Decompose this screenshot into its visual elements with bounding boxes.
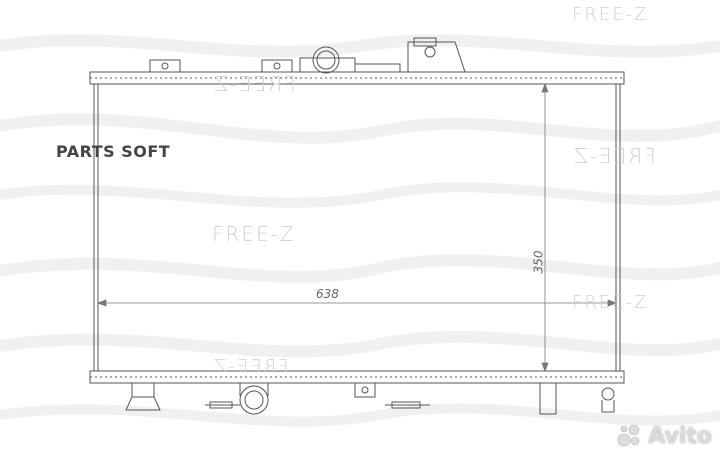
radiator-core — [93, 83, 621, 372]
dimension-lines — [96, 82, 618, 373]
inlet-neck — [299, 57, 356, 72]
parts-soft-label: PARTS SOFT — [56, 142, 171, 161]
avito-logo: Avito — [616, 422, 712, 450]
watermark-center: FREE-Z — [212, 222, 296, 246]
width-dimension-label: 638 — [316, 287, 339, 301]
lower-hose-outlet — [239, 385, 269, 415]
radiator-outline — [89, 37, 625, 415]
height-dimension-label: 350 — [531, 250, 546, 274]
bottom-bracket-right — [539, 383, 557, 415]
top-bracket-mid — [261, 59, 293, 73]
top-bracket-left — [149, 59, 181, 73]
watermark-right-mid: FREE-Z — [572, 292, 649, 313]
filler-neck — [407, 41, 466, 73]
bottom-bracket-mid — [354, 382, 376, 398]
bottom-bracket-left — [131, 382, 155, 398]
radiator-cap — [424, 46, 436, 58]
watermark-top-right: FREE-Z — [572, 4, 649, 25]
upper-hose-inlet — [312, 46, 340, 74]
watermark-mirror-bottom: FREE-Z — [212, 356, 289, 377]
avito-logo-text: Avito — [648, 423, 712, 449]
background-waves — [0, 34, 720, 427]
watermark-mirror-top: FREE-Z — [212, 72, 296, 96]
drain-plug — [601, 387, 615, 401]
watermark-mirror-right: FREE-Z — [572, 144, 656, 168]
avito-dots-icon — [617, 424, 640, 447]
